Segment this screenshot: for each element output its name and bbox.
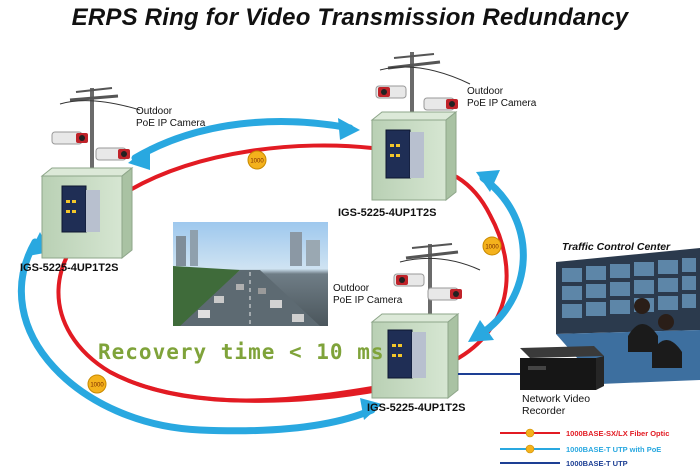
page-title: ERPS Ring for Video Transmission Redunda… [71, 4, 629, 31]
camera-icon [427, 287, 462, 301]
traffic-center-label: Traffic Control Center [562, 241, 671, 253]
camera-label-line2: PoE IP Camera [136, 118, 206, 129]
site-top [370, 52, 471, 202]
camera-label-line1: Outdoor [467, 86, 504, 97]
badge-text-2: 1000 [485, 245, 499, 251]
nvr-label: Network Video Recorder [522, 393, 590, 417]
ring-badge-3: 1000 [87, 374, 107, 394]
nvr-label-line1: Network Video [522, 393, 591, 405]
camera-icon [51, 131, 88, 145]
camera-label-line2: PoE IP Camera [333, 295, 403, 306]
site-bottom [370, 243, 481, 400]
camera-icon [423, 97, 458, 111]
legend-utp: 1000BASE-T UTP [566, 459, 628, 468]
switch-label: IGS-5225-4UP1T2S [338, 207, 437, 219]
camera-label-line1: Outdoor [333, 283, 370, 294]
camera-label: Outdoor PoE IP Camera [467, 86, 536, 110]
camera-icon [95, 147, 130, 161]
badge-text-1: 1000 [250, 159, 264, 165]
legend-fiber: 1000BASE-SX/LX Fiber Optic [566, 429, 670, 438]
poe-arrow-right-bottom [468, 320, 494, 342]
poe-arrow-top-left [128, 146, 150, 170]
camera-label: Outdoor PoE IP Camera [136, 106, 205, 130]
camera-label-line2: PoE IP Camera [467, 98, 537, 109]
highway-photo [173, 222, 328, 326]
site-left [40, 87, 141, 260]
operator-icon [652, 314, 682, 368]
ring-badge-1: 1000 [247, 150, 267, 170]
nvr-label-line2: Recorder [522, 405, 566, 417]
legend-poe: 1000BASE-T UTP with PoE [566, 445, 662, 454]
poe-arrow-left-bottom [360, 398, 382, 420]
nvr-device [520, 346, 604, 390]
operator-icon [628, 298, 658, 352]
recovery-time-text: Recovery time < 10 ms [98, 340, 385, 364]
poe-arrow-right-top [476, 170, 500, 192]
ring-badge-2: 1000 [482, 236, 502, 256]
switch-icon [61, 185, 87, 233]
fiber-ring-bottom [109, 370, 391, 403]
camera-label-line1: Outdoor [136, 106, 173, 117]
poe-arc-right [474, 174, 527, 340]
camera-icon [375, 85, 407, 99]
poe-arrow-top-right [338, 118, 360, 140]
badge-text-3: 1000 [90, 383, 104, 389]
poe-arc-top [131, 118, 354, 162]
poe-arc-left [18, 238, 376, 435]
switch-label: IGS-5225-4UP1T2S [367, 402, 466, 414]
camera-label: Outdoor PoE IP Camera [333, 283, 402, 307]
camera-icon [393, 273, 425, 287]
switch-label: IGS-5225-4UP1T2S [20, 262, 119, 274]
legend [500, 428, 560, 464]
